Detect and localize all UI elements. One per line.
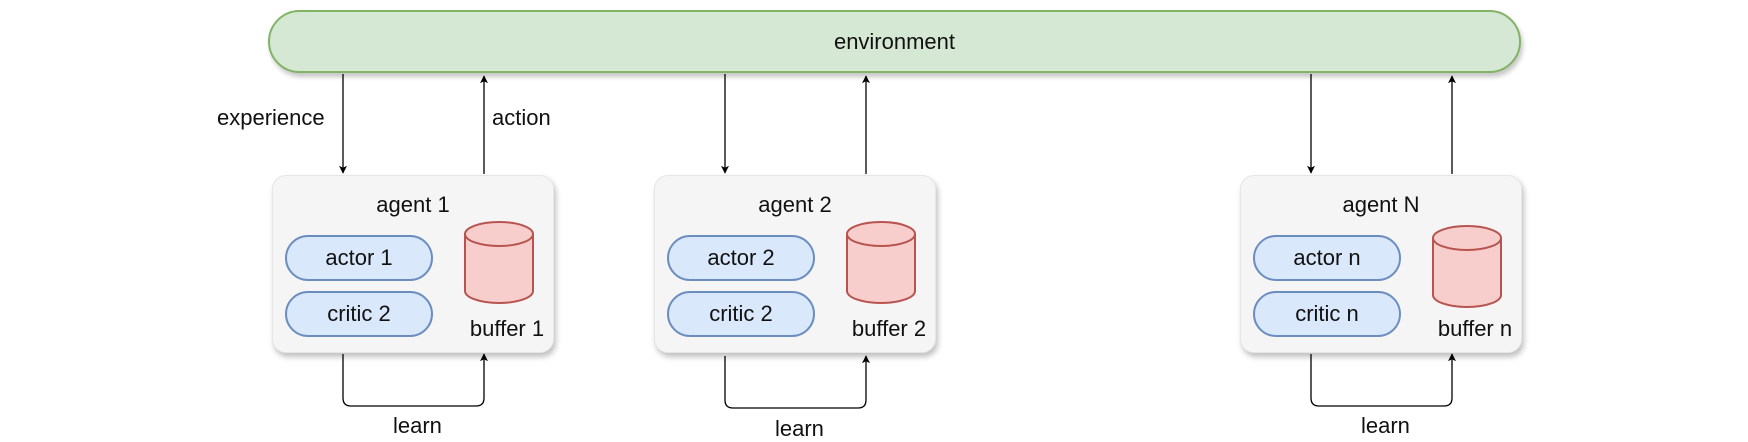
agent-2-node[interactable]: agent 2 actor 2 critic 2 buffer 2 [654,175,936,353]
learn-loop-agent-1 [342,353,488,407]
agent-1-node[interactable]: agent 1 actor 1 critic 2 buffer 1 [272,175,554,353]
buffer-1-cylinder-icon[interactable] [463,220,535,305]
actor-n-label: actor n [1293,245,1361,270]
learn-loop-agent-2 [724,355,870,409]
actor-2-node[interactable]: actor 2 [667,235,815,281]
critic-1-node[interactable]: critic 2 [285,291,433,337]
learn-label-agent-n: learn [1361,413,1410,438]
environment-label: environment [833,28,956,54]
learn-label-agent-2: learn [775,416,824,441]
agent-2-title: agent 2 [758,192,832,217]
experience-label: experience [217,105,325,130]
critic-n-label: critic n [1295,301,1359,326]
learn-loop-agent-n [1310,353,1456,407]
actor-1-node[interactable]: actor 1 [285,235,433,281]
buffer-2-cylinder-icon[interactable] [845,220,917,305]
learn-label-agent-1: learn [393,413,442,438]
environment-node[interactable]: environment [268,10,1521,73]
agent-1-title: agent 1 [376,192,450,217]
actor-2-label: actor 2 [707,245,775,270]
buffer-1-label: buffer 1 [469,316,545,341]
agent-n-title: agent N [1342,192,1420,217]
critic-2-label: critic 2 [709,301,773,326]
actor-1-label: actor 1 [325,245,393,270]
critic-n-node[interactable]: critic n [1253,291,1401,337]
critic-2-node[interactable]: critic 2 [667,291,815,337]
buffer-2-label: buffer 2 [851,316,927,341]
critic-1-label: critic 2 [327,301,391,326]
agent-n-node[interactable]: agent N actor n critic n buffer n [1240,175,1522,353]
buffer-n-cylinder-icon[interactable] [1431,224,1503,309]
action-label: action [492,105,551,130]
buffer-n-label: buffer n [1437,316,1513,341]
actor-n-node[interactable]: actor n [1253,235,1401,281]
